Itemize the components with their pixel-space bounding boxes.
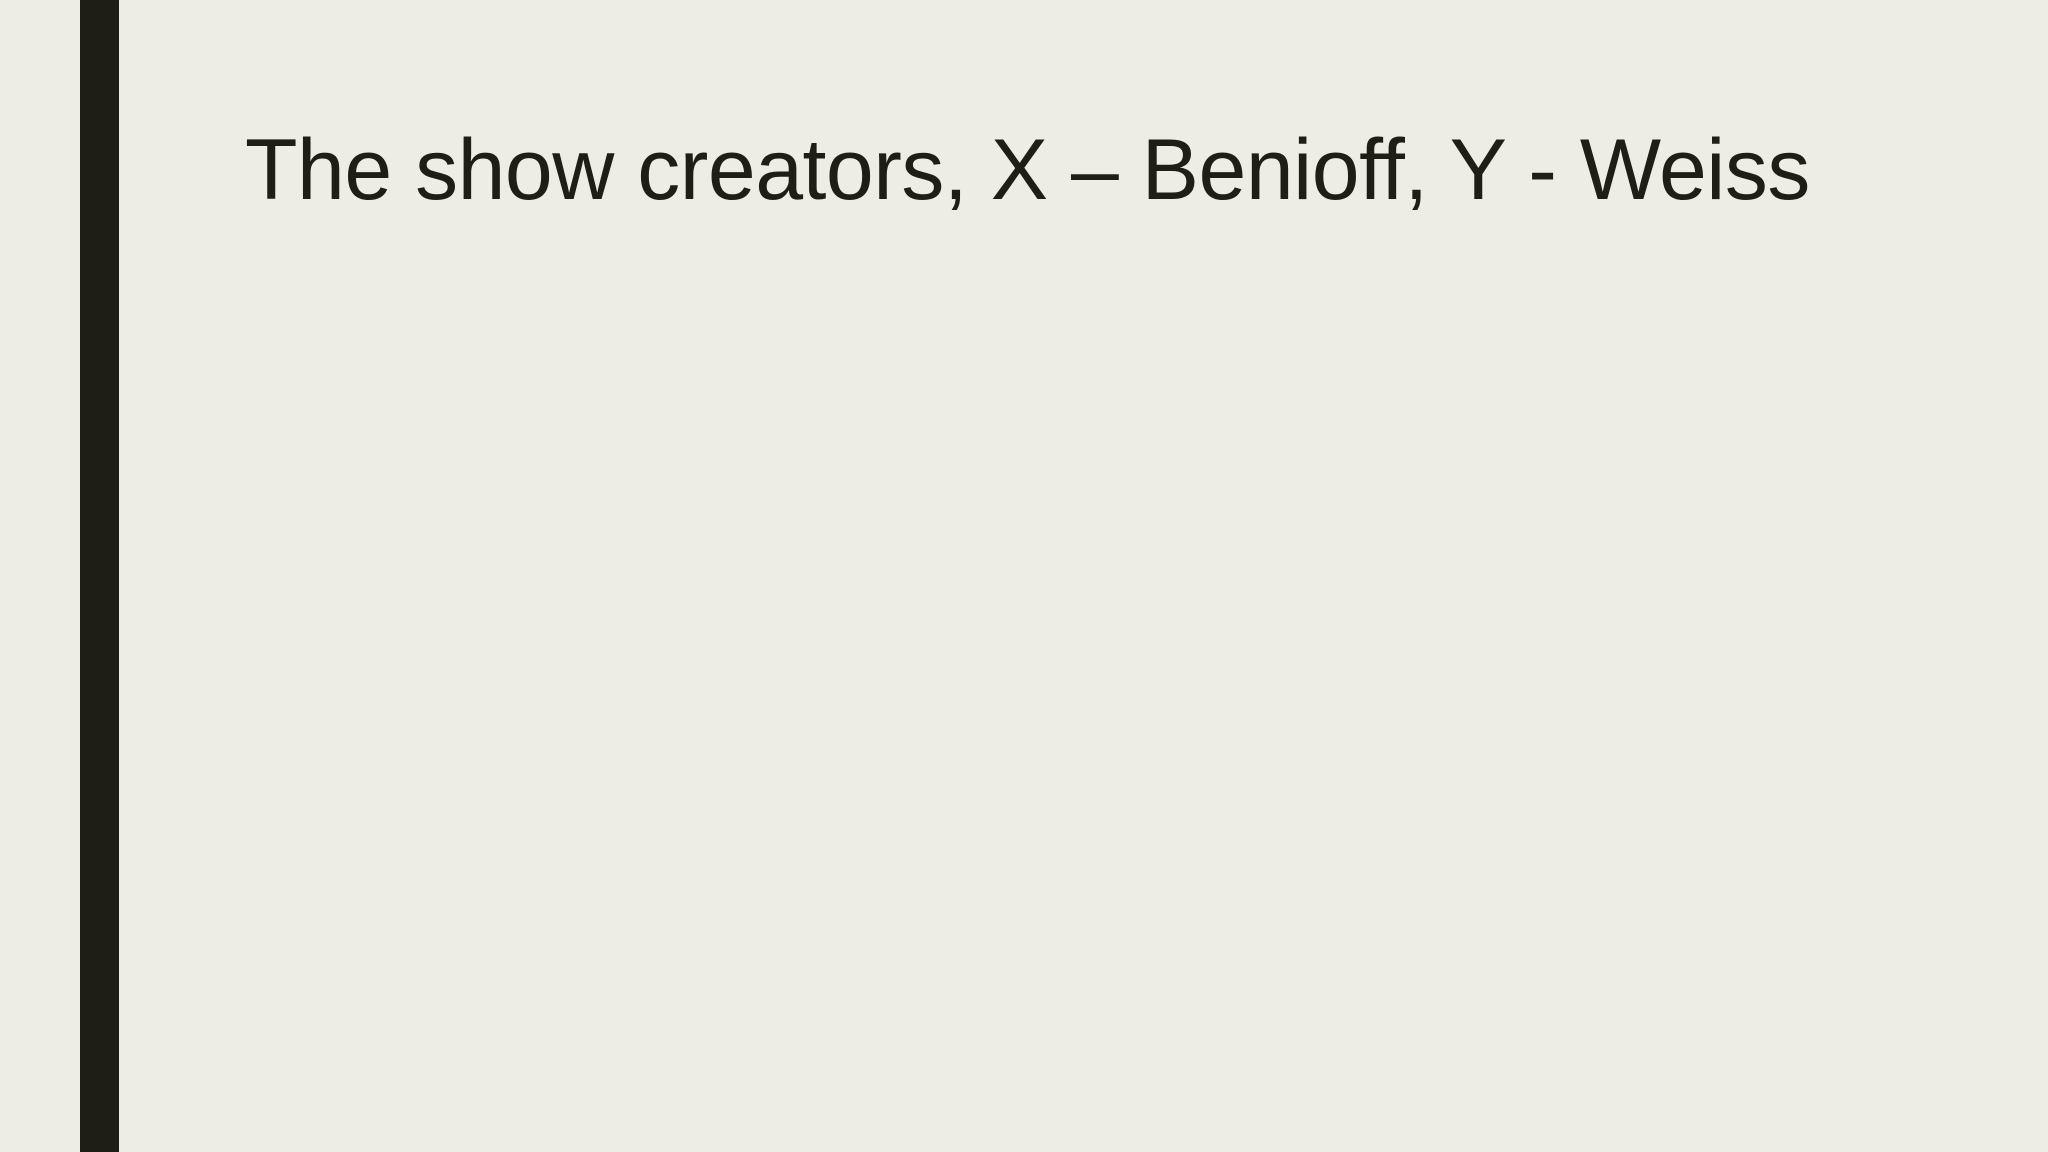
accent-bar bbox=[80, 0, 119, 1152]
slide-title: The show creators, X – Benioff, Y - Weis… bbox=[245, 122, 1810, 218]
